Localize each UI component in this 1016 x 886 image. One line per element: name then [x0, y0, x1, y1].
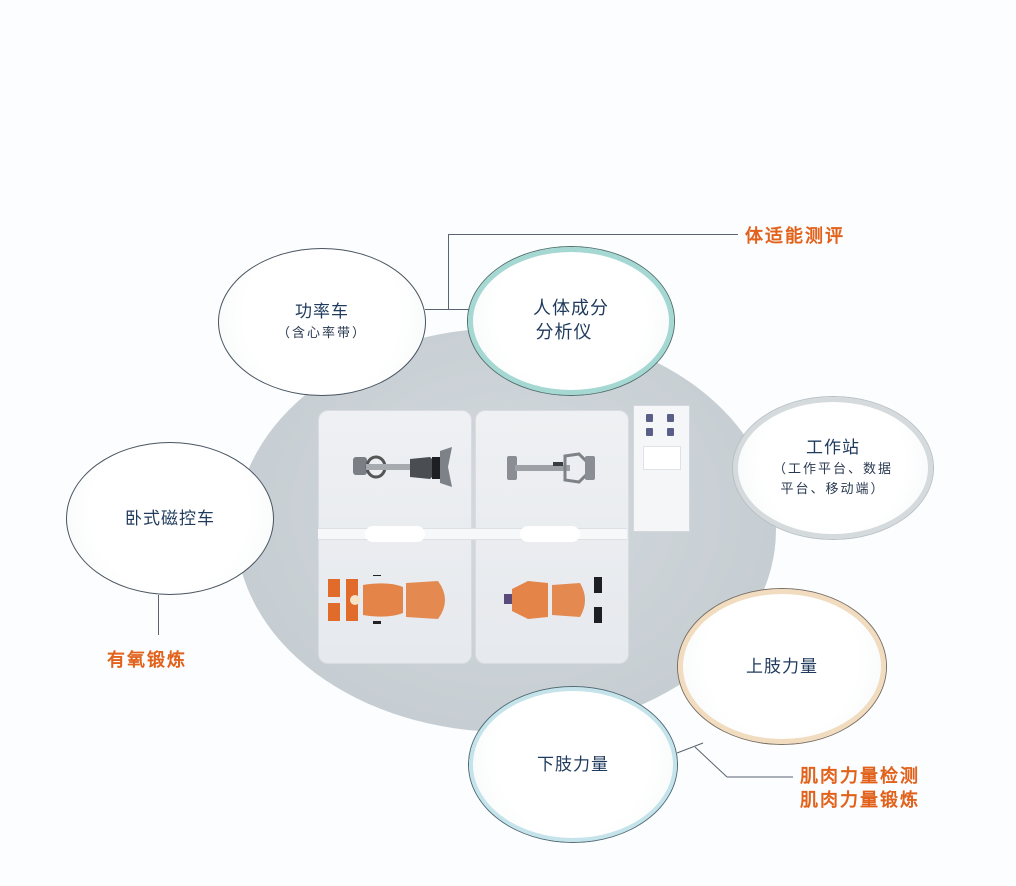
upper-limb-machine-icon: [504, 577, 602, 623]
node-lower-limb[interactable]: 下肢力量: [469, 687, 677, 842]
divider-pill-right: [520, 526, 580, 542]
body-composition-line1: 人体成分: [533, 298, 609, 319]
workstation-cabinet: [633, 405, 690, 532]
workstation-subtitle-1: （工作平台、数据: [772, 462, 893, 477]
label-fitness-assessment: 体适能测评: [745, 226, 845, 247]
workstation-title: 工作站: [806, 438, 860, 458]
lower-limb-title: 下肢力量: [537, 754, 609, 775]
connector-muscle: [676, 742, 793, 778]
power-bike-subtitle: （含心率带）: [276, 326, 367, 341]
connector-fitness-link: [425, 309, 475, 310]
node-recumbent-bike[interactable]: 卧式磁控车: [66, 442, 274, 595]
workstation-desk: [643, 446, 681, 470]
recumbent-bike-icon: [507, 452, 595, 484]
label-aerobic-training: 有氧锻炼: [107, 650, 187, 671]
node-workstation[interactable]: 工作站 （工作平台、数据 平台、移动端）: [733, 397, 933, 539]
label-muscle-training: 肌肉力量锻炼: [800, 790, 920, 811]
node-body-composition[interactable]: 人体成分 分析仪: [468, 247, 674, 395]
upper-limb-title: 上肢力量: [746, 656, 818, 677]
label-muscle-strength: 肌肉力量检测 肌肉力量锻炼: [800, 765, 920, 813]
power-bike-icon: [353, 447, 452, 487]
label-muscle-test: 肌肉力量检测: [800, 766, 920, 787]
node-power-bike[interactable]: 功率车 （含心率带）: [218, 248, 426, 396]
divider-pill-left: [365, 526, 425, 542]
workstation-subtitle-2: 平台、移动端）: [780, 482, 886, 497]
lower-limb-machine-icon: [328, 575, 445, 624]
workstation-screens: [646, 414, 674, 436]
recumbent-bike-title: 卧式磁控车: [125, 508, 215, 529]
power-bike-title: 功率车: [295, 302, 349, 322]
node-upper-limb[interactable]: 上肢力量: [678, 589, 886, 744]
connector-aerobic: [158, 595, 159, 635]
connector-fitness-horizontal: [448, 234, 738, 235]
body-composition-line2: 分析仪: [535, 322, 593, 343]
connector-fitness-vertical: [448, 234, 449, 310]
